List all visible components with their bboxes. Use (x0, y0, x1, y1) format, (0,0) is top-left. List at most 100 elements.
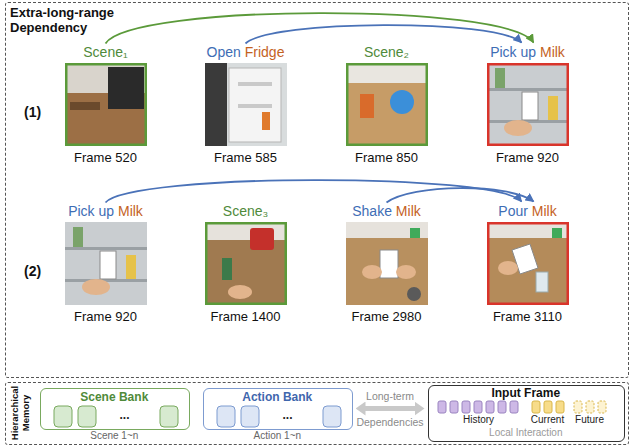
input-frame-bars (438, 401, 606, 413)
dependency-arc (246, 25, 522, 43)
frame-number: Frame 2980 (351, 309, 421, 324)
video-frame: OpenFridgeFrame 585 (193, 44, 299, 165)
drawn-shape (548, 96, 558, 120)
frame-number: Frame 1400 (210, 309, 280, 324)
dependency-panel: Extra-long-range DependencyScene₁ Frame 5… (5, 2, 629, 378)
action-or-scene-word: Shake (352, 203, 392, 219)
object-word: Fridge (245, 44, 285, 60)
action-or-scene-word: Scene₃ (223, 203, 268, 219)
local-interaction-label: Local Interaction (429, 427, 624, 439)
frame-number: Frame 3110 (493, 309, 562, 324)
photo-frame-520 (65, 63, 147, 146)
drawn-shape (238, 104, 272, 108)
action-bank-cells (217, 406, 341, 427)
panel-title: Extra-long-range Dependency (10, 5, 134, 35)
drawn-shape (108, 67, 144, 109)
frame-image-space (334, 222, 440, 309)
drawn-shape (552, 228, 562, 238)
drawn-shape (54, 406, 72, 427)
drawn-shape (498, 261, 518, 275)
drawn-shape (380, 250, 398, 278)
frame-heading: Scene₃ (193, 203, 299, 222)
object-word: Milk (396, 203, 421, 219)
future-label: Future (566, 414, 614, 426)
frame-number: Frame 585 (214, 150, 277, 165)
drawn-shape (347, 64, 427, 145)
row-number: (1) (24, 104, 41, 120)
dependency-arc (387, 188, 534, 202)
drawn-shape (410, 228, 420, 238)
drawn-shape (66, 64, 146, 145)
drawn-shape (544, 401, 552, 413)
dependency-arc (106, 13, 534, 43)
drawn-shape (346, 222, 428, 305)
object-word: Milk (540, 44, 565, 60)
video-frame: Pick upMilkFrame 920 (53, 203, 159, 324)
drawn-shape (532, 401, 540, 413)
drawn-shape (450, 401, 458, 413)
video-frame: Scene₁ Frame 520 (53, 44, 159, 165)
frame-image-space (193, 222, 299, 309)
drawn-shape (346, 63, 428, 146)
action-or-scene-word: Pick up (68, 203, 114, 219)
photo-frame-585 (205, 63, 287, 146)
drawn-shape (217, 406, 235, 427)
action-bank: Action Bank...Action 1~n (203, 388, 353, 430)
drawn-shape (73, 227, 83, 247)
drawn-shape (438, 401, 446, 413)
ellipsis: ... (268, 408, 308, 422)
frame-number: Frame 920 (74, 309, 137, 324)
frame-number-row: Frame 920 (475, 150, 581, 165)
drawn-shape (498, 401, 506, 413)
drawn-shape (510, 401, 518, 413)
edge-label: Long-term Dependencies (354, 383, 426, 435)
drawn-shape (82, 279, 110, 295)
frame-number: Frame 520 (74, 150, 137, 165)
photo-frame-850 (346, 63, 428, 146)
drawn-shape (462, 401, 470, 413)
dependency-arc (106, 180, 522, 202)
drawn-shape (241, 406, 259, 427)
drawn-shape (160, 406, 178, 427)
frame-number-row: Frame 585 (193, 150, 299, 165)
action-or-scene-word: Pick up (490, 44, 536, 60)
frame-number: Frame 920 (496, 150, 559, 165)
drawn-shape (65, 222, 147, 305)
drawn-shape (487, 88, 569, 91)
drawn-shape (206, 223, 286, 304)
drawn-shape (100, 251, 116, 279)
photo-frame-1400 (205, 222, 287, 305)
input-frame-box: Input FrameHistoryCurrentFutureLocal Int… (428, 385, 625, 442)
drawn-shape (488, 64, 568, 145)
frame-heading: Scene₂ (334, 44, 440, 63)
drawn-shape (65, 63, 147, 146)
drawn-shape (486, 401, 494, 413)
drawn-shape (536, 272, 548, 292)
photo-frame-2980 (346, 222, 428, 305)
action-or-scene-word: Open (207, 44, 241, 60)
drawn-shape (487, 63, 569, 146)
drawn-shape (556, 401, 564, 413)
frame-heading: Pick upMilk (53, 203, 159, 222)
photo-frame-920-a (487, 63, 569, 146)
drawn-shape (78, 406, 96, 427)
row-number: (2) (24, 263, 41, 279)
drawn-shape (360, 94, 374, 118)
action-or-scene-word: Scene₂ (364, 44, 409, 60)
dependency-double-arrow (364, 406, 417, 411)
drawn-shape (346, 63, 428, 83)
object-word: Milk (532, 203, 557, 219)
current-label: Current (522, 414, 574, 426)
scene-bank-cells (54, 406, 178, 427)
drawn-shape (346, 222, 428, 238)
frame-image-space (334, 63, 440, 150)
bank-caption: Scene 1~n (41, 430, 189, 442)
video-frame: Scene₂Frame 850 (334, 44, 440, 165)
frame-heading: PourMilk (475, 203, 581, 222)
bank-title: Action Bank (204, 390, 352, 404)
action-or-scene-word: Scene₁ (83, 44, 127, 60)
photo-frame-920-b (65, 222, 147, 305)
scene-bank: Scene Bank...Scene 1~n (40, 388, 190, 430)
